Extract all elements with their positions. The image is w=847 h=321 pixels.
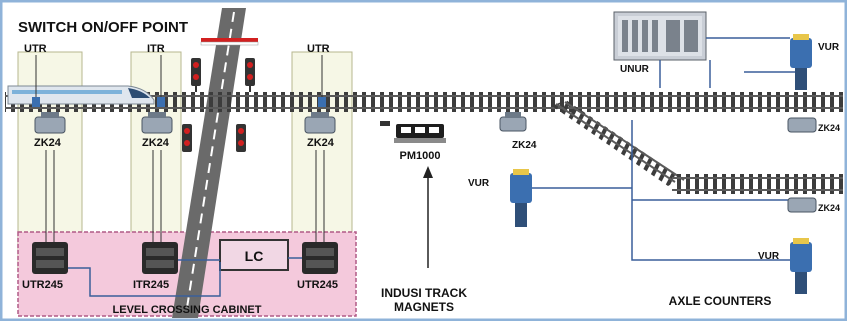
zk24-label-junction: ZK24 [512,140,537,151]
barrier-top [201,38,258,42]
zk24-label-1: ZK24 [34,137,62,149]
vur-label-bottom-right: VUR [758,251,780,262]
unur-rack [614,12,706,60]
wheel-sensor-1 [32,97,40,107]
zk24-label-2: ZK24 [142,137,170,149]
utr245-label-2: UTR245 [297,279,338,291]
utr-label-1: UTR [24,43,47,55]
train [8,86,154,104]
unur-label: UNUR [620,64,650,75]
zk24-box-right-bottom [788,198,816,212]
itr245-unit [142,242,178,274]
wheel-sensor-2 [157,97,165,107]
signal-bottom-left [182,124,192,152]
lc-label: LC [245,248,264,264]
utr245-unit-2 [302,242,338,274]
itr-label: ITR [147,43,165,55]
vur-label-top-right: VUR [818,42,840,53]
zk24-label-right-bottom: ZK24 [818,203,840,213]
utr245-unit-1 [32,242,68,274]
zk24-label-3: ZK24 [307,137,335,149]
magnet-model-label: PM1000 [400,150,441,162]
vur-label-left: VUR [468,178,490,189]
magnet-caption-line1: INDUSI TRACK [381,286,467,300]
utr245-label-1: UTR245 [22,279,63,291]
magnet-caption-line2: MAGNETS [394,300,454,314]
wheel-sensor-3 [318,97,326,107]
axle-counters-caption: AXLE COUNTERS [669,294,772,308]
itr245-label: ITR245 [133,279,169,291]
signal-bottom-right [236,124,246,152]
zk24-box-right-top [788,118,816,132]
zk24-label-right-top: ZK24 [818,123,840,133]
utr-label-2: UTR [307,43,330,55]
cabinet-label: LEVEL CROSSING CABINET [113,304,262,316]
diagram-title: SWITCH ON/OFF POINT [18,19,188,36]
